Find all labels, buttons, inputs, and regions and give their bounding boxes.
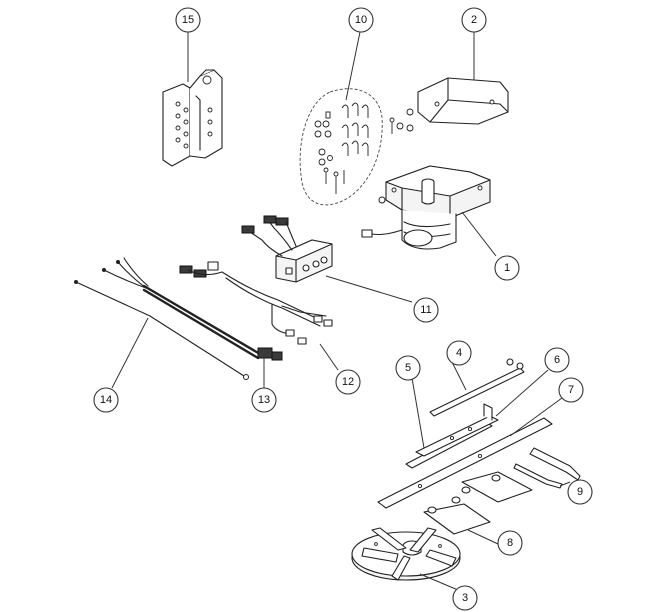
callout-label: 8 [507,537,513,549]
callout-label: 14 [100,394,112,406]
callout-1: 1 [494,255,520,281]
callout-label: 10 [355,14,367,26]
callout-14: 14 [93,387,119,413]
callout-label: 15 [182,14,194,26]
callout-11: 11 [413,297,439,323]
callout-label: 3 [462,592,468,604]
callout-label: 12 [342,376,354,388]
callout-13: 13 [251,387,277,413]
callout-label: 5 [405,362,411,374]
callout-label: 11 [420,304,431,316]
callout-2: 2 [461,7,487,33]
part-control-box [241,215,333,283]
callout-label: 1 [504,262,510,274]
part-wire-harness [179,261,333,345]
part-mounting-bracket [162,69,223,167]
callout-5: 5 [395,355,421,381]
callout-label: 6 [554,354,560,366]
part-angle-bracket-6 [415,403,499,457]
part-curved-tube-9 [513,447,581,489]
callout-3: 3 [452,585,478,611]
callout-7: 7 [558,377,584,403]
part-gear-motor [361,165,491,250]
part-motor-cover [417,77,509,125]
callout-label: 13 [258,394,270,406]
callout-label: 2 [471,14,477,26]
part-ground-wire [74,280,249,380]
part-spinner-disc [351,527,461,581]
part-rod-4 [429,358,525,417]
callout-8: 8 [497,530,523,556]
part-power-harness [102,257,283,361]
leader-lines [111,31,571,591]
callout-12: 12 [335,369,361,395]
part-hardware-kit [299,88,383,206]
callout-4: 4 [446,340,472,366]
callout-9: 9 [567,479,593,505]
callout-label: 4 [456,347,462,359]
part-fasteners [389,108,414,134]
part-deflector-8 [423,471,533,535]
callout-label: 7 [568,384,574,396]
callout-10: 10 [348,7,374,33]
callout-15: 15 [175,7,201,33]
part-strap-7 [377,417,553,509]
callout-6: 6 [544,347,570,373]
callout-label: 9 [577,486,583,498]
